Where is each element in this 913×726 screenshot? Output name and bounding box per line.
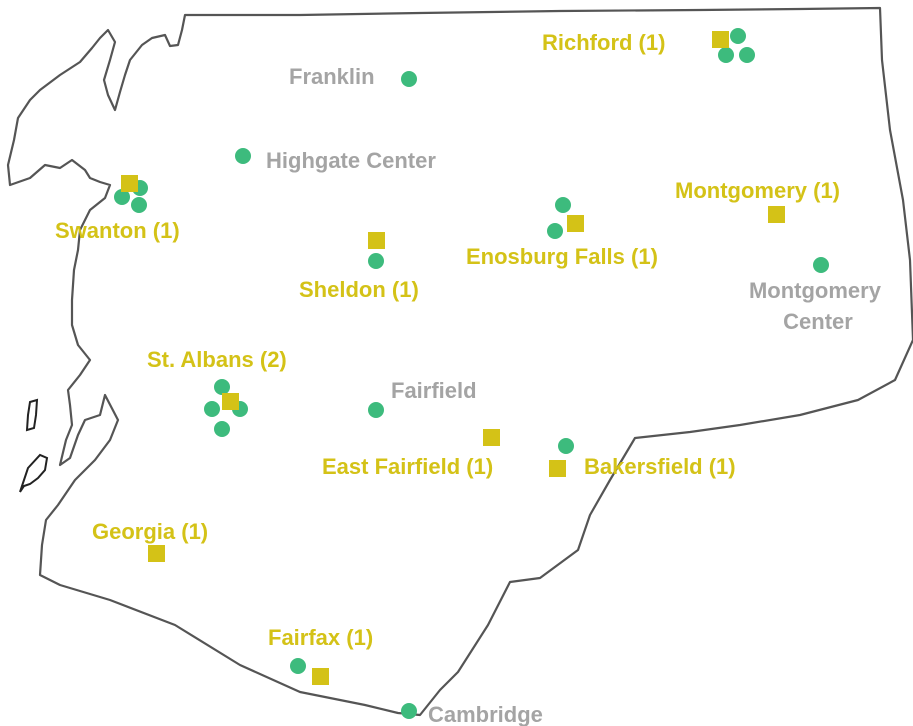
marker-square-montgomery: [768, 206, 785, 223]
town-label-east-fairfield: East Fairfield (1): [322, 454, 493, 479]
town-label-swanton: Swanton (1): [55, 218, 180, 243]
town-label-richford: Richford (1): [542, 30, 665, 55]
facility-dot: [131, 197, 147, 213]
facility-dots: [114, 28, 829, 719]
facility-dot: [235, 148, 251, 164]
facility-dot: [558, 438, 574, 454]
town-label-fairfield: Fairfield: [391, 378, 477, 403]
facility-dot: [214, 421, 230, 437]
town-label-montgomery: Montgomery (1): [675, 178, 840, 203]
facility-dot: [739, 47, 755, 63]
county-boundary: [6, 6, 913, 717]
facility-dot: [813, 257, 829, 273]
island-south: [19, 453, 49, 493]
facility-dot: [555, 197, 571, 213]
facility-dot: [401, 71, 417, 87]
marker-square-fairfax: [312, 668, 329, 685]
marker-square-bakersfield: [549, 460, 566, 477]
facility-dot: [114, 189, 130, 205]
marker-square-georgia: [148, 545, 165, 562]
town-label-montgomery-center: Montgomery Center: [749, 278, 887, 334]
facility-dot: [368, 402, 384, 418]
town-label-st-albans: St. Albans (2): [147, 347, 287, 372]
marker-square-sheldon: [368, 232, 385, 249]
marker-square-richford: [712, 31, 729, 48]
town-label-georgia: Georgia (1): [92, 519, 208, 544]
town-label-montgomery-center-line2: Center: [783, 309, 853, 334]
town-label-bakersfield: Bakersfield (1): [584, 454, 736, 479]
town-label-cambridge: Cambridge: [428, 702, 543, 726]
facility-dot: [401, 703, 417, 719]
town-label-fairfax: Fairfax (1): [268, 625, 373, 650]
marker-square-st-albans: [222, 393, 239, 410]
highlight-squares: [121, 31, 785, 685]
marker-square-east-fairfield: [483, 429, 500, 446]
facility-dot: [730, 28, 746, 44]
facility-dot: [214, 379, 230, 395]
marker-square-swanton: [121, 175, 138, 192]
town-label-franklin: Franklin: [289, 64, 375, 89]
facility-dot: [547, 223, 563, 239]
facility-dot: [368, 253, 384, 269]
facility-dot: [718, 47, 734, 63]
facility-dot: [204, 401, 220, 417]
town-label-montgomery-center-text: Montgomery: [749, 278, 882, 303]
town-label-highgate-center: Highgate Center: [266, 148, 436, 173]
island-north: [25, 398, 39, 432]
town-label-enosburg-falls: Enosburg Falls (1): [466, 244, 658, 269]
facility-dot: [290, 658, 306, 674]
town-label-sheldon: Sheldon (1): [299, 277, 419, 302]
marker-square-enosburg-falls: [567, 215, 584, 232]
